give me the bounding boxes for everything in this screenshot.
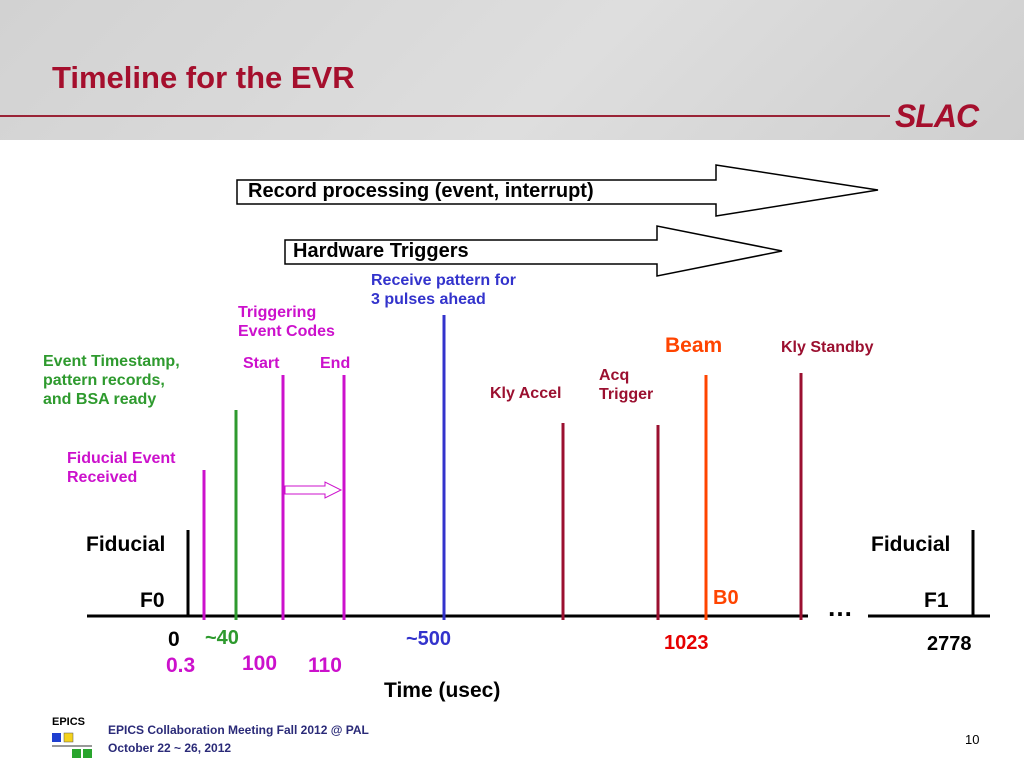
hardware-triggers-label: Hardware Triggers xyxy=(293,240,469,262)
acq-trigger-line2: Trigger xyxy=(599,386,654,404)
tick-40: ~40 xyxy=(205,627,239,649)
start-label: Start xyxy=(243,355,280,372)
fiducial-right-label: Fiducial xyxy=(871,533,951,556)
kly-accel-label: Kly Accel xyxy=(490,385,562,402)
end-label: End xyxy=(320,355,351,372)
shift-arrow xyxy=(284,481,343,499)
footer-line2: October 22 ~ 26, 2012 xyxy=(108,741,232,755)
tick-0: 0 xyxy=(168,628,180,651)
epics-logo-square-green1 xyxy=(72,749,81,758)
event-timestamp-line1: Event Timestamp, xyxy=(43,353,180,370)
tick-2778: 2778 xyxy=(927,633,972,655)
event-timestamp-line2: pattern records, xyxy=(43,372,165,390)
receive-pattern-line1: Receive pattern for xyxy=(371,272,516,289)
triggering-codes-line1: Triggering xyxy=(238,304,317,321)
tick-500: ~500 xyxy=(406,628,452,650)
tick-110: 110 xyxy=(308,654,342,677)
b0-label: B0 xyxy=(713,587,739,609)
kly-standby-label: Kly Standby xyxy=(781,339,874,356)
epics-logo-square-green2 xyxy=(83,749,92,758)
slac-logo: SLAC xyxy=(895,98,979,134)
f1-label: F1 xyxy=(924,589,949,612)
fiducial-event-line1: Fiducial Event xyxy=(67,450,176,467)
triggering-codes-label: Triggering Event Codes xyxy=(238,303,335,341)
fiducial-event-line2: Received xyxy=(67,469,138,487)
slide-title: Timeline for the EVR xyxy=(52,60,355,95)
epics-logo-square-blue xyxy=(52,733,61,742)
f0-label: F0 xyxy=(140,589,165,612)
header-rule xyxy=(0,115,890,117)
epics-logo-text: EPICS xyxy=(52,716,86,728)
acq-trigger-line1: Acq xyxy=(599,367,630,384)
tick-100: 100 xyxy=(242,652,278,675)
fiducial-event-label: Fiducial Event Received xyxy=(67,449,175,487)
axis-label: Time (usec) xyxy=(384,679,501,702)
epics-logo-square-yellow xyxy=(63,732,74,743)
tick-0-3: 0.3 xyxy=(166,654,196,677)
beam-label: Beam xyxy=(665,334,723,357)
acq-trigger-label: Acq Trigger xyxy=(599,366,653,404)
tick-1023: 1023 xyxy=(664,632,709,654)
record-processing-arrow xyxy=(236,164,879,217)
fiducial-left-label: Fiducial xyxy=(86,533,166,556)
footer-line1: EPICS Collaboration Meeting Fall 2012 @ … xyxy=(108,723,369,737)
event-timestamp-label: Event Timestamp, pattern records, and BS… xyxy=(43,352,180,410)
receive-pattern-label: Receive pattern for 3 pulses ahead xyxy=(371,271,516,309)
triggering-codes-line2: Event Codes xyxy=(238,323,335,341)
event-timestamp-line3: and BSA ready xyxy=(43,391,157,409)
record-processing-label: Record processing (event, interrupt) xyxy=(248,180,594,202)
hardware-triggers-arrow xyxy=(284,225,783,277)
receive-pattern-line2: 3 pulses ahead xyxy=(371,291,486,309)
timeline-ellipsis: … xyxy=(827,592,853,622)
page-number: 10 xyxy=(965,732,980,747)
